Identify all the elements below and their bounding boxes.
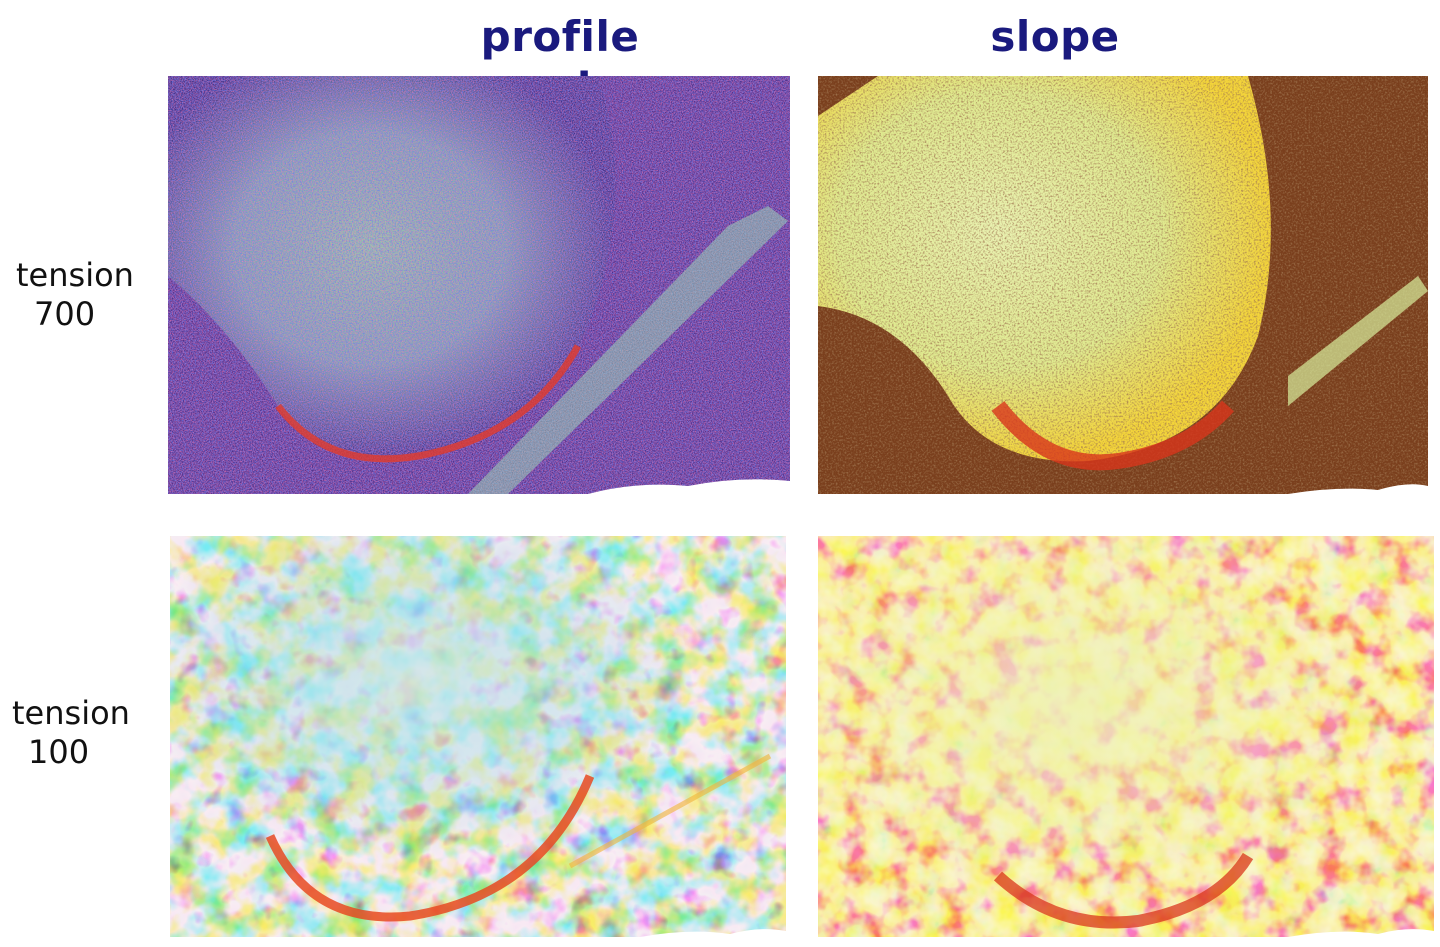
row-label-tension-700: tension 700 (16, 256, 134, 334)
slope-tension-700-image (818, 76, 1428, 494)
row-label-tension-100: tension 100 (12, 694, 130, 772)
slope-tension-100-image (818, 536, 1434, 937)
slope-title: slope (990, 12, 1120, 61)
row-label-value: 700 (34, 295, 96, 333)
row-label-word: tension (12, 694, 130, 732)
curvature-tension-100-image (170, 536, 786, 937)
curvature-tension-700-image (168, 76, 790, 494)
row-label-value: 100 (28, 733, 90, 771)
row-label-word: tension (16, 256, 134, 294)
